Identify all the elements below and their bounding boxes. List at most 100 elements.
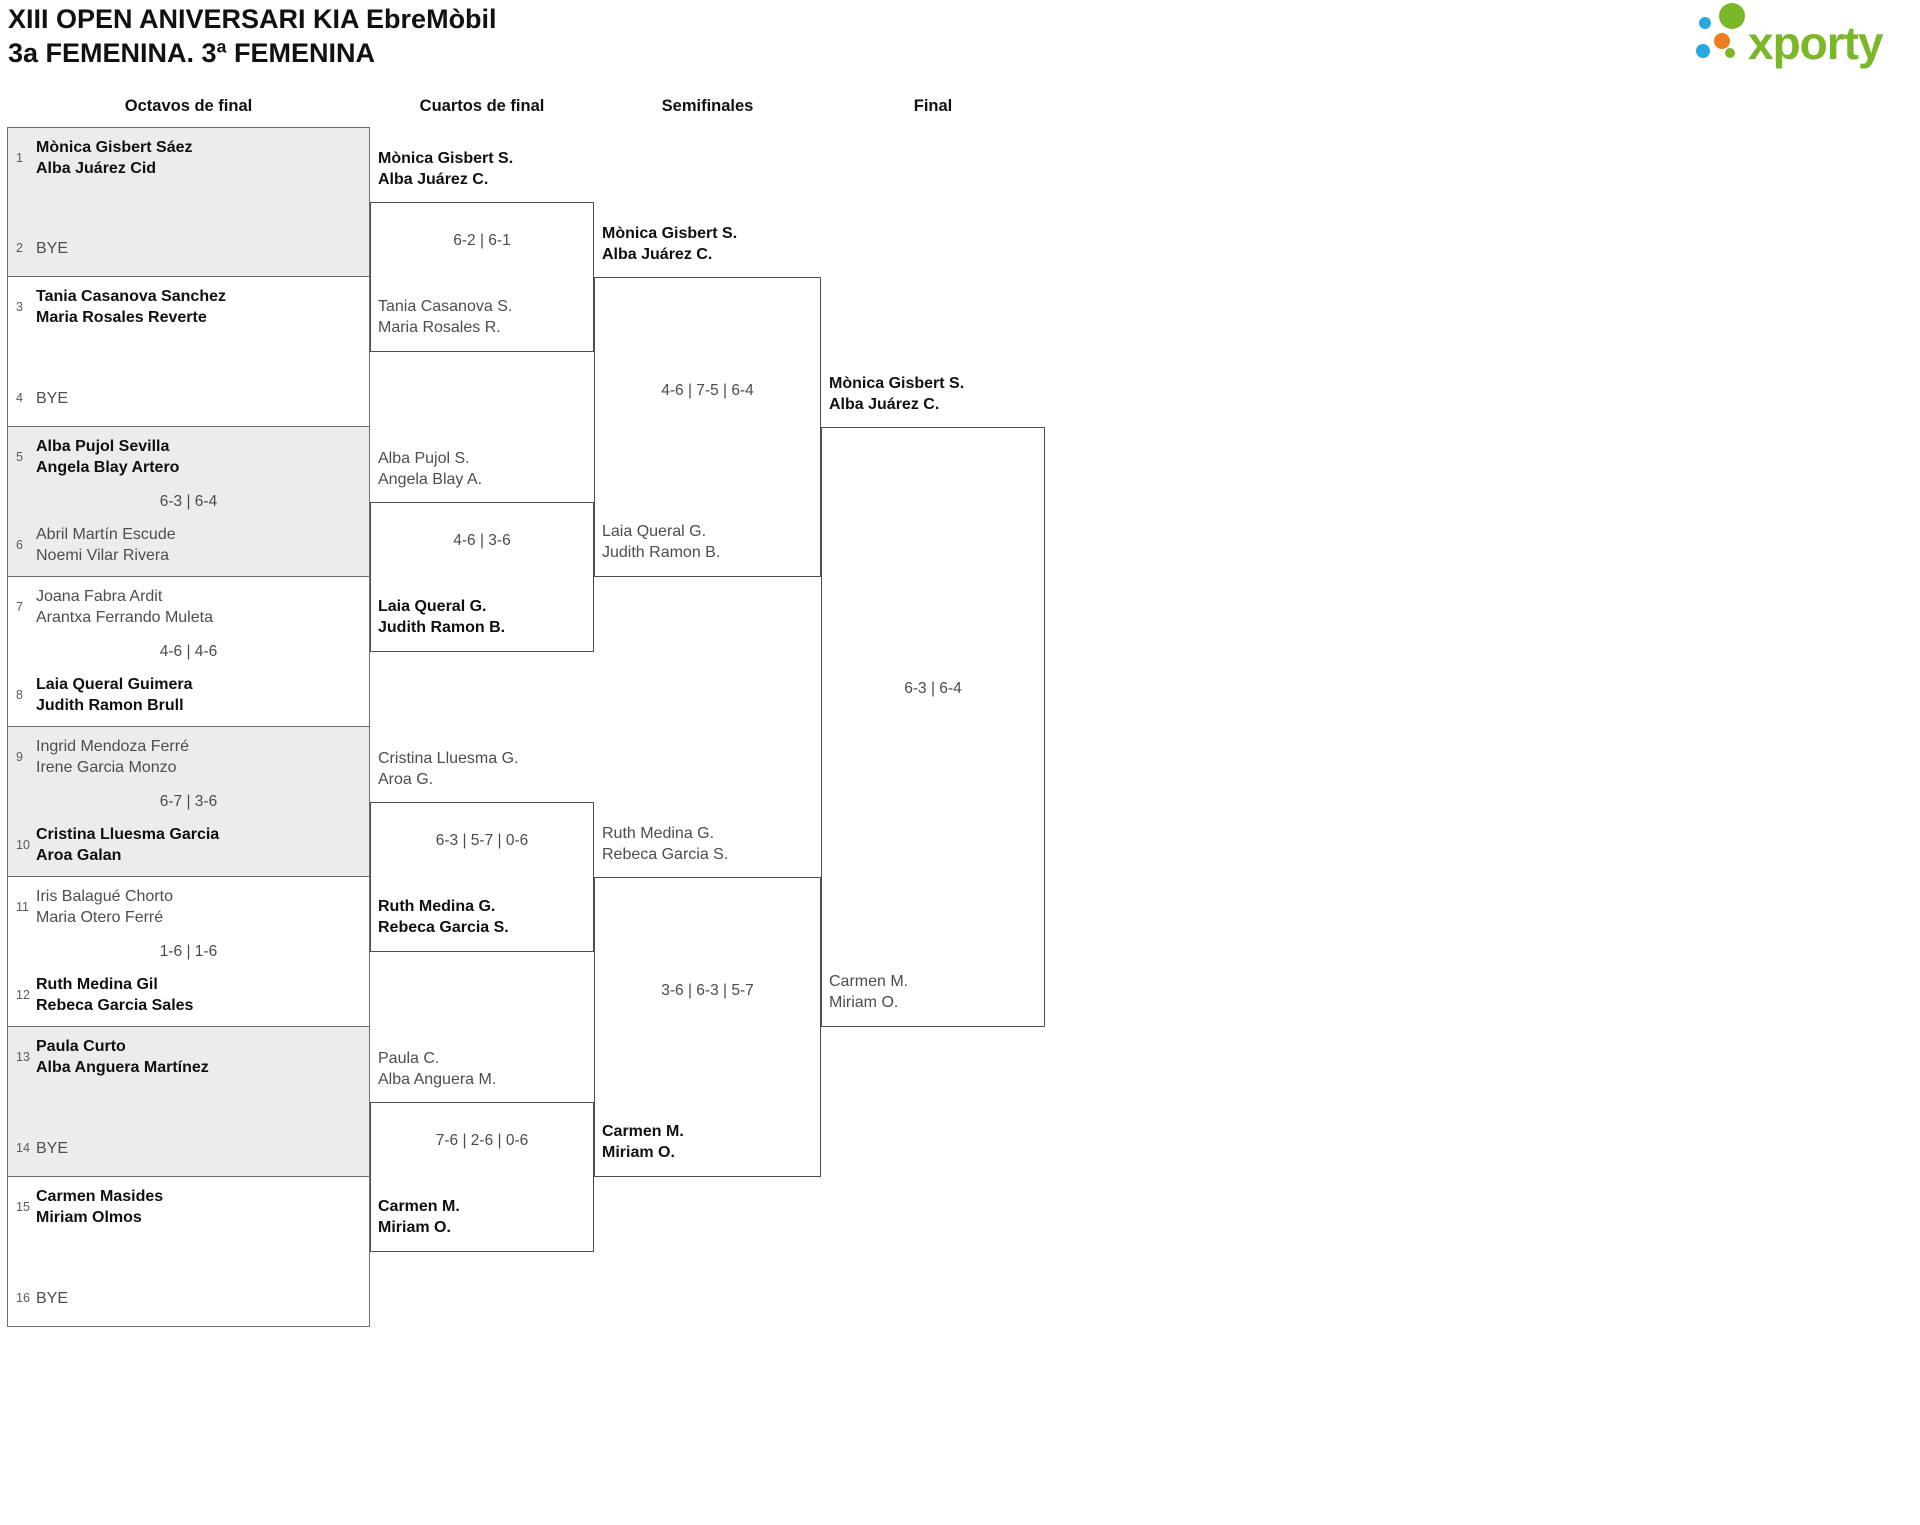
team-label[interactable]: Mònica Gisbert S.Alba Juárez C. [378, 150, 514, 188]
round-header-octavos: Octavos de final [124, 97, 253, 115]
round-header-cuartos: Cuartos de final [419, 97, 545, 115]
team-label[interactable]: Carmen M.Miriam O. [829, 973, 909, 1011]
logo-dot-orange [1714, 33, 1730, 49]
logo-dot-green-small [1725, 48, 1735, 58]
match-box-semifinal-2: Ruth Medina G.Rebeca Garcia S. Carmen M.M… [594, 825, 821, 1177]
seed-number: 14 [16, 1141, 30, 1155]
team-name: BYE [36, 240, 69, 257]
match-score: 4-6 | 7-5 | 6-4 [661, 382, 754, 399]
seed-number: 4 [16, 391, 23, 405]
logo-dot-blue-medium [1696, 44, 1710, 58]
team-label[interactable]: Alba Pujol S.Angela Blay A. [378, 450, 483, 488]
match-box-cuartos-1: Mònica Gisbert S.Alba Juárez C. Tania Cas… [370, 150, 594, 352]
match-score: 4-6 | 4-6 [159, 642, 218, 660]
team-entry: 2 BYE [16, 238, 68, 259]
match-score: 6-3 | 6-4 [159, 492, 218, 510]
round-header-semifinales: Semifinales [661, 97, 754, 115]
match-box-cuartos-3: Cristina Lluesma G.Aroa G. Ruth Medina G.… [370, 750, 594, 952]
match-score: 6-7 | 3-6 [159, 792, 218, 810]
seed-number: 10 [16, 837, 30, 852]
team-label[interactable]: Mònica Gisbert S.Alba Juárez C. [602, 225, 738, 263]
seed-number: 8 [16, 687, 23, 702]
round-header-final: Final [913, 97, 953, 115]
xporty-logo[interactable]: xporty [1686, 0, 1920, 80]
team-name: BYE [36, 1290, 69, 1307]
seed-number: 1 [16, 150, 23, 165]
seed-number: 3 [16, 299, 23, 314]
match-box-final: Mònica Gisbert S.Alba Juárez C. Carmen M.… [821, 375, 1045, 1027]
logo-dot-green-big [1719, 3, 1745, 29]
match-score: 6-2 | 6-1 [453, 232, 511, 249]
seed-number: 13 [16, 1049, 30, 1064]
seed-number: 6 [16, 537, 23, 552]
team-label[interactable]: Laia Queral G.Judith Ramon B. [602, 523, 721, 561]
seed-number: 12 [16, 987, 30, 1002]
seed-number: 16 [16, 1291, 30, 1305]
tournament-name: XIII OPEN ANIVERSARI KIA EbreMòbil [8, 4, 497, 34]
match-box-semifinal-1: Mònica Gisbert S.Alba Juárez C. Laia Quer… [594, 225, 821, 577]
logo-dot-blue-small [1699, 17, 1711, 29]
seed-number: 5 [16, 449, 23, 464]
match-score: 7-6 | 2-6 | 0-6 [435, 1132, 529, 1149]
match-score: 6-3 | 6-4 [904, 680, 962, 697]
team-label[interactable]: Paula C.Alba Anguera M. [378, 1050, 497, 1088]
team-entry: 14 BYE [16, 1138, 68, 1159]
seed-number: 9 [16, 749, 23, 764]
match-box-cuartos-2: Alba Pujol S.Angela Blay A. Laia Queral G… [370, 450, 594, 652]
match-score: 4-6 | 3-6 [453, 532, 511, 549]
team-label[interactable]: Carmen M.Miriam O. [378, 1198, 460, 1236]
match-box-cuartos-4: Paula C.Alba Anguera M. Carmen M.Miriam O… [370, 1050, 594, 1252]
xporty-logo-text: xporty [1748, 17, 1884, 69]
team-label[interactable]: Mònica Gisbert S.Alba Juárez C. [829, 375, 965, 413]
team-label[interactable]: Ruth Medina G.Rebeca Garcia S. [378, 898, 509, 936]
team-label[interactable]: Carmen M.Miriam O. [602, 1123, 684, 1161]
team-name: BYE [36, 1140, 69, 1157]
seed-number: 15 [16, 1199, 30, 1214]
team-entry: 16 BYE [16, 1288, 68, 1309]
match-score: 6-3 | 5-7 | 0-6 [435, 832, 529, 849]
team-label[interactable]: Ruth Medina G.Rebeca Garcia S. [602, 825, 729, 863]
category-name: 3a FEMENINA. 3ª FEMENINA [8, 38, 376, 68]
team-entry: 4 BYE [16, 388, 68, 409]
team-label[interactable]: Tania Casanova S.Maria Rosales R. [378, 298, 513, 336]
seed-number: 11 [16, 899, 29, 914]
team-name: BYE [36, 390, 69, 407]
team-label[interactable]: Laia Queral G.Judith Ramon B. [378, 598, 506, 636]
team-label[interactable]: Cristina Lluesma G.Aroa G. [378, 750, 519, 788]
tournament-title: XIII OPEN ANIVERSARI KIA EbreMòbil 3a FE… [8, 2, 497, 70]
match-score: 3-6 | 6-3 | 5-7 [661, 982, 754, 999]
seed-number: 2 [16, 241, 23, 255]
